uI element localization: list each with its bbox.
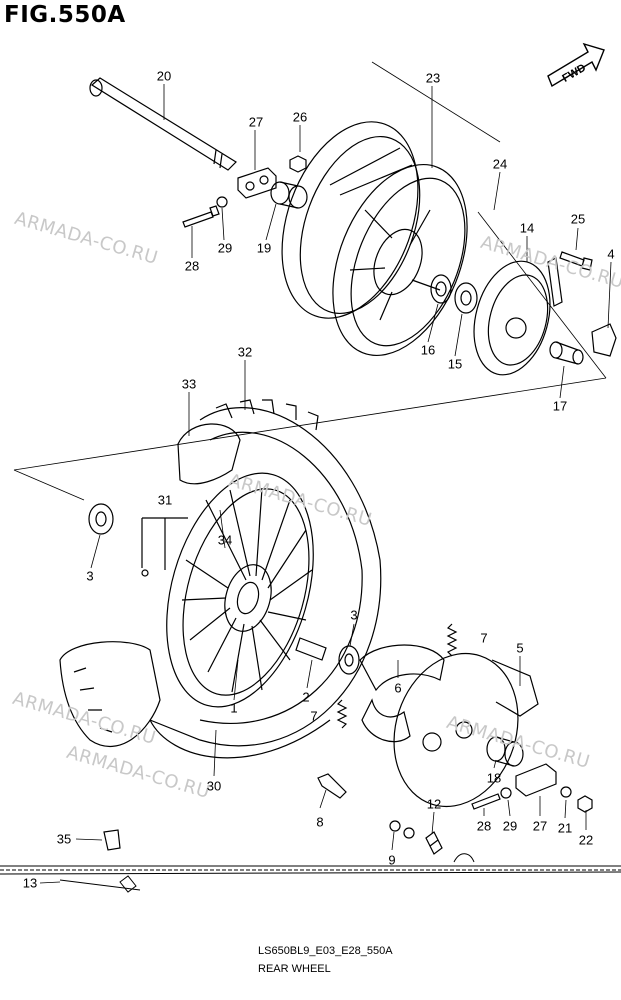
- part-callout-14: 14: [519, 220, 535, 236]
- tire-bottom-drawing: [59, 641, 331, 759]
- brake-panel-drawing: [393, 652, 539, 808]
- part-callout-29: 29: [217, 240, 233, 256]
- cut-edge: [0, 853, 621, 893]
- part-callout-3: 3: [350, 607, 358, 623]
- part-callout-35: 35: [56, 831, 72, 847]
- part-callout-24: 24: [492, 156, 508, 172]
- washer-drawing-2: [389, 820, 401, 832]
- diagram-code: LS650BL9_E03_E28_550A: [258, 945, 393, 957]
- cam-drawing: [317, 773, 347, 799]
- shaft-drawing: [549, 341, 584, 365]
- part-callout-3: 3: [86, 568, 94, 584]
- bracket-drawing: [237, 167, 277, 199]
- bolt-drawing: [182, 205, 220, 228]
- lower-hardware-drawing: [471, 736, 593, 813]
- bearing-drawing: [430, 274, 478, 314]
- part-callout-28: 28: [476, 818, 492, 834]
- part-callout-19: 19: [256, 240, 272, 256]
- guide-lines: [13, 61, 607, 501]
- tube-drawing: [177, 423, 241, 485]
- sprocket-drawing: [281, 121, 468, 357]
- part-callout-27: 27: [532, 818, 548, 834]
- bearing-drawing-left: [88, 503, 114, 535]
- part-callout-31: 31: [157, 492, 173, 508]
- part-callout-21: 21: [557, 820, 573, 836]
- part-callout-4: 4: [607, 246, 615, 262]
- part-callout-6: 6: [394, 680, 402, 696]
- part-callout-25: 25: [570, 211, 586, 227]
- axle-drawing: [89, 77, 237, 171]
- washer-drawing: [216, 196, 228, 208]
- spring-drawing-3: [425, 831, 443, 855]
- cap-drawing: [103, 829, 121, 851]
- spacer-drawing-2: [295, 637, 360, 675]
- part-callout-28: 28: [184, 258, 200, 274]
- part-callout-13: 13: [22, 875, 38, 891]
- part-callout-34: 34: [217, 532, 233, 548]
- nut-drawing: [289, 155, 307, 173]
- part-callout-7: 7: [310, 708, 318, 724]
- part-callout-18: 18: [486, 770, 502, 786]
- part-callout-5: 5: [516, 640, 524, 656]
- washer-drawing-3: [403, 827, 415, 839]
- part-callout-26: 26: [292, 109, 308, 125]
- part-callout-20: 20: [156, 68, 172, 84]
- spring-drawing-2: [336, 699, 348, 729]
- hub-drawing: [473, 257, 563, 376]
- part-callout-27: 27: [248, 114, 264, 130]
- part-callout-8: 8: [316, 814, 324, 830]
- nipple-drawing: [141, 517, 188, 577]
- clip-drawing: [591, 323, 617, 357]
- spring-drawing: [446, 623, 458, 657]
- figure-title: FIG.550A: [4, 2, 126, 28]
- part-callout-12: 12: [426, 796, 442, 812]
- part-callout-29: 29: [502, 818, 518, 834]
- rim-drawing: [166, 472, 314, 708]
- part-callout-2: 2: [302, 689, 310, 705]
- leader-lines: [39, 84, 612, 884]
- part-callout-9: 9: [388, 852, 396, 868]
- part-callout-16: 16: [420, 342, 436, 358]
- brake-shoe-drawing: [359, 644, 445, 743]
- part-callout-17: 17: [552, 398, 568, 414]
- part-callout-15: 15: [447, 356, 463, 372]
- part-callout-22: 22: [578, 832, 594, 848]
- tire-drawing: [149, 399, 382, 747]
- part-callout-1: 1: [230, 700, 238, 716]
- part-callout-33: 33: [181, 376, 197, 392]
- bolt-drawing-2: [559, 251, 593, 271]
- part-callout-32: 32: [237, 344, 253, 360]
- part-callout-23: 23: [425, 70, 441, 86]
- part-callout-7: 7: [480, 630, 488, 646]
- part-callout-30: 30: [206, 778, 222, 794]
- diagram-name: REAR WHEEL: [258, 963, 331, 975]
- forward-direction-icon: FWD: [544, 40, 606, 92]
